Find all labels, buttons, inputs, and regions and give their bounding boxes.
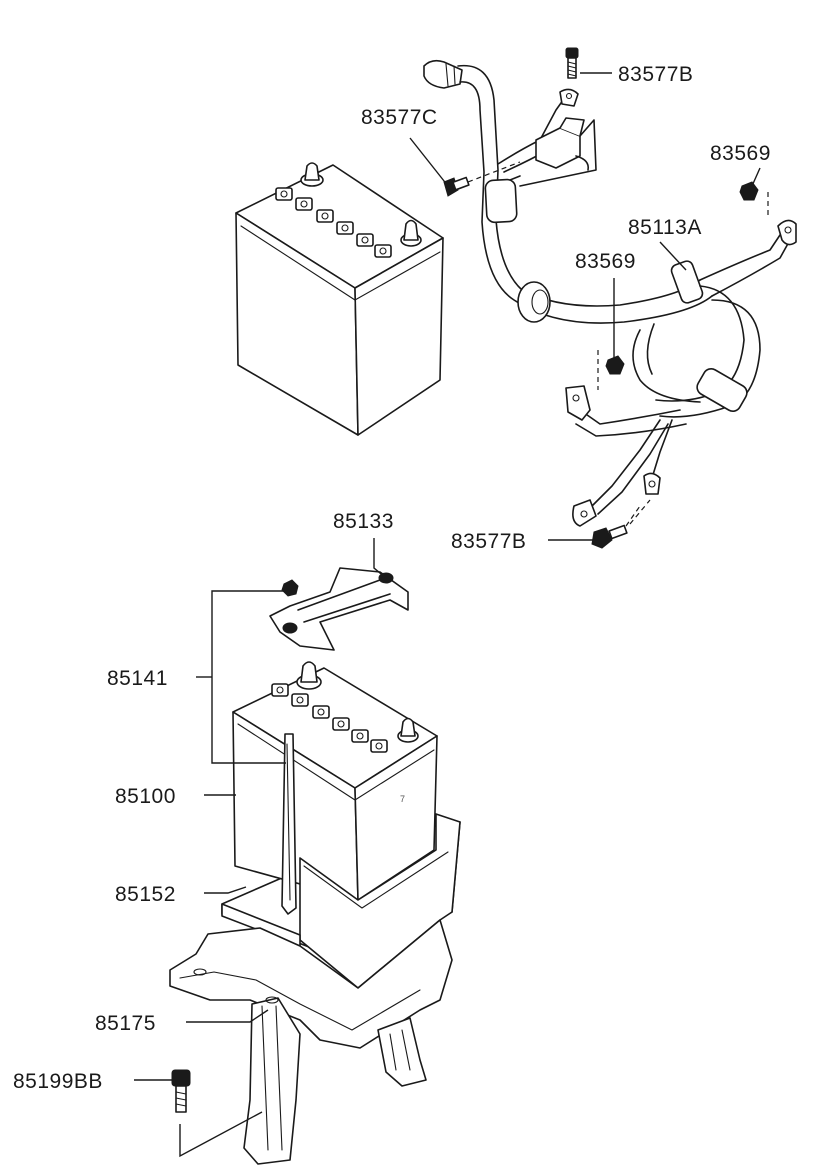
- label-83569-mid: 83569: [575, 250, 636, 273]
- battery-cable-harness: [423, 59, 797, 527]
- label-83577b-top: 83577B: [618, 63, 693, 86]
- flange-bolt: [171, 1069, 191, 1113]
- battery-tray-front: [221, 813, 461, 989]
- battery-bracket: [169, 919, 453, 1165]
- label-85199bb: 85199BB: [13, 1070, 103, 1093]
- battery-top-illustration: [235, 162, 444, 436]
- holder-rod: [281, 733, 297, 915]
- label-83577b-bottom: 83577B: [451, 530, 526, 553]
- battery-main-illustration: 7: [232, 661, 438, 901]
- part-labels: 83577B 83577C 83569 85113A 83569 83577B …: [13, 63, 771, 1093]
- battery-mark: 7: [400, 794, 405, 804]
- label-83569-top: 83569: [710, 142, 771, 165]
- label-83577c: 83577C: [361, 106, 438, 129]
- label-85141: 85141: [107, 667, 168, 690]
- harness-hardware: [443, 47, 769, 549]
- label-85100: 85100: [115, 785, 176, 808]
- label-85152: 85152: [115, 883, 176, 906]
- label-85133: 85133: [333, 510, 394, 533]
- battery-holder-clamp: [269, 567, 409, 651]
- leader-lines: [134, 72, 761, 1158]
- label-85113a: 85113A: [628, 216, 702, 239]
- label-85175: 85175: [95, 1012, 156, 1035]
